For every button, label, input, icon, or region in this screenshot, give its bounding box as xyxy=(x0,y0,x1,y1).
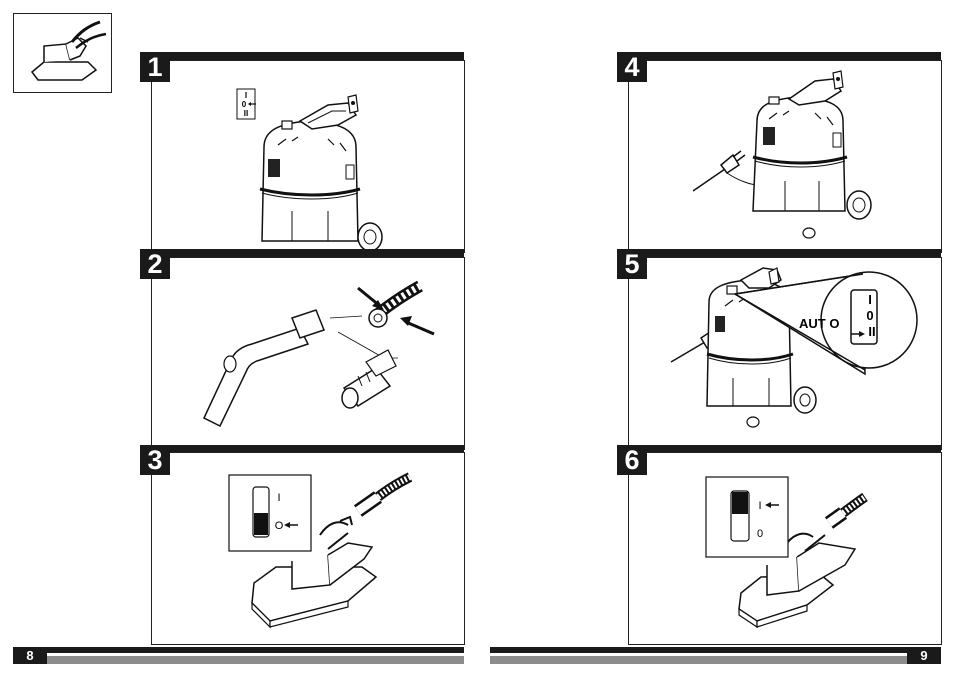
step-1-badge: 1 xyxy=(140,52,170,82)
step-3-badge: 3 xyxy=(140,445,170,475)
switch-on-label: I xyxy=(245,91,247,100)
hose-accessories-illustration xyxy=(152,258,465,450)
step-4-badge: 4 xyxy=(617,52,647,82)
switch-on-label: I xyxy=(277,492,280,504)
vacuum-plug-illustration xyxy=(629,61,942,253)
switch-off-label: 0 xyxy=(757,528,763,540)
callout-off-label: 0 xyxy=(866,308,873,323)
vacuum-cleaner-illustration: I 0 II xyxy=(152,61,465,253)
panel-5-vacuum-switch-auto: I 0 II AUT O xyxy=(628,257,942,450)
page-number-right: 9 xyxy=(907,647,941,664)
panel-1-vacuum-switch-off: I 0 II xyxy=(151,60,465,253)
callout-on-label: I xyxy=(868,292,872,307)
switch-on-label: I xyxy=(758,500,761,512)
left-footer-bar-grey xyxy=(13,656,464,664)
sander-thumbnail xyxy=(13,13,112,93)
sander-switch-off-illustration: I O xyxy=(152,453,465,643)
switch-auto-label: II xyxy=(244,109,248,118)
right-footer-bar-grey xyxy=(490,656,941,664)
switch-off-label: 0 xyxy=(242,100,247,109)
step-5-badge: 5 xyxy=(617,249,647,279)
right-footer-bar xyxy=(490,647,941,653)
step-2-badge: 2 xyxy=(140,249,170,279)
step-6-badge: 6 xyxy=(617,445,647,475)
sander-icon xyxy=(14,14,113,94)
panel-3-sander-switch-off: I O xyxy=(151,452,465,645)
sander-switch-on-illustration: I 0 xyxy=(629,453,942,643)
panel-4-vacuum-plug xyxy=(628,60,942,253)
callout-auto-label: II xyxy=(868,324,875,339)
left-footer-bar xyxy=(13,647,464,653)
page-number-left: 8 xyxy=(13,647,47,664)
panel-2-accessories xyxy=(151,257,465,450)
switch-off-label: O xyxy=(275,520,284,532)
auto-mode-label: AUT O xyxy=(799,316,839,331)
panel-6-sander-switch-on: I 0 xyxy=(628,452,942,645)
vacuum-switch-auto-illustration: I 0 II AUT O xyxy=(629,258,942,450)
